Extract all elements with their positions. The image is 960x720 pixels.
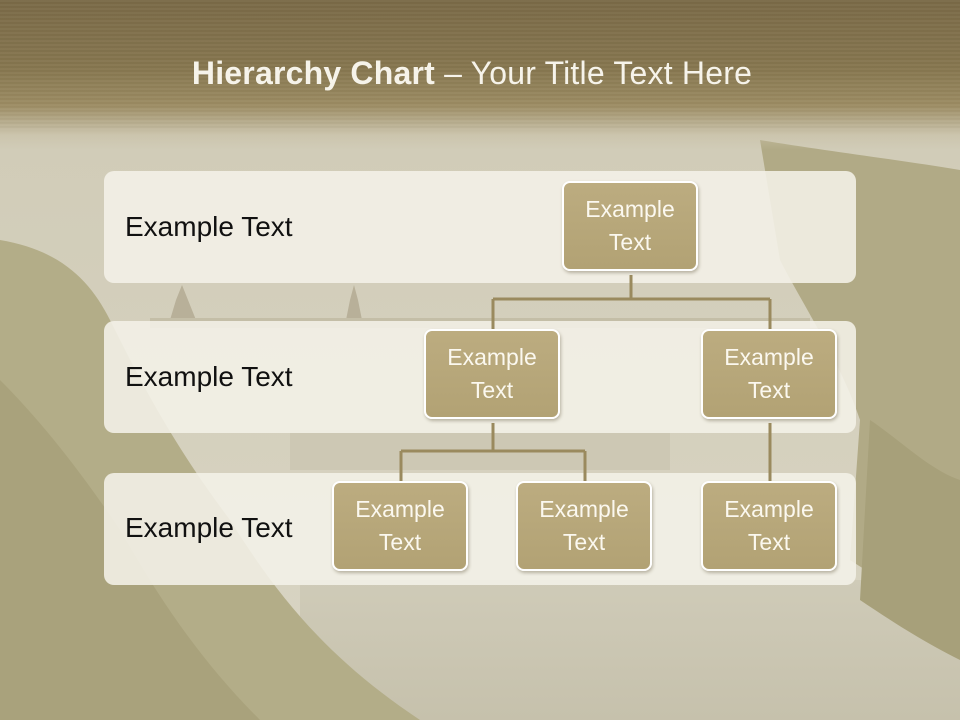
node-root[interactable]: Example Text	[562, 181, 698, 271]
node-level2-left-label: Example Text	[447, 344, 537, 403]
node-level3-a[interactable]: Example Text	[332, 481, 468, 571]
node-level3-c[interactable]: Example Text	[701, 481, 837, 571]
row-label-3: Example Text	[125, 512, 293, 543]
node-level2-right-label: Example Text	[724, 344, 814, 403]
header-band	[0, 0, 960, 150]
title-bold-part: Hierarchy Chart	[191, 55, 435, 91]
row-label-1: Example Text	[125, 211, 293, 242]
node-level2-right[interactable]: Example Text	[701, 329, 837, 419]
node-root-label: Example Text	[585, 196, 675, 255]
node-level3-a-label: Example Text	[355, 496, 445, 555]
connector-left-to-level3	[399, 423, 587, 481]
title-rest-part: – Your Title Text Here	[435, 55, 753, 91]
node-level3-c-label: Example Text	[724, 496, 814, 555]
header-texture	[0, 0, 960, 130]
node-level2-left[interactable]: Example Text	[424, 329, 560, 419]
node-level3-b-label: Example Text	[539, 496, 629, 555]
node-level3-b[interactable]: Example Text	[516, 481, 652, 571]
row-label-2: Example Text	[125, 361, 293, 392]
slide-title: Hierarchy Chart – Your Title Text Here	[0, 55, 944, 92]
connector-root-to-level2	[491, 275, 772, 329]
row-panel-1	[104, 171, 856, 283]
